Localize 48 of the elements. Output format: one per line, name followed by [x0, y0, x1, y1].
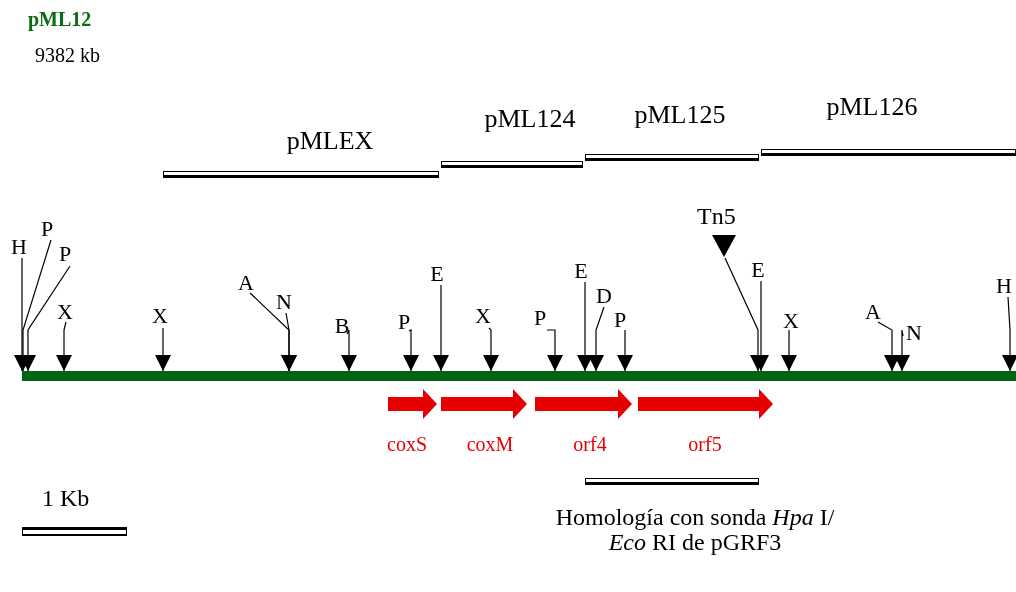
site-letter: H — [10, 236, 28, 258]
site-arrow — [433, 284, 449, 372]
site-letter: X — [56, 301, 74, 323]
site-letter: X — [474, 305, 492, 327]
site-letter: P — [611, 309, 629, 331]
site-arrow — [617, 329, 633, 372]
site-arrow — [588, 306, 605, 372]
site-letter: B — [333, 315, 351, 337]
clone-name: pML125 — [634, 100, 726, 130]
gene-name: coxM — [466, 433, 514, 456]
site-letter: P — [531, 307, 549, 329]
scale-label: 1 Kb — [42, 485, 90, 512]
site-arrow — [894, 329, 910, 372]
gene-name: coxS — [387, 433, 427, 456]
site-letter: E — [749, 259, 767, 281]
site-letter: P — [395, 311, 413, 333]
site-letter: A — [864, 301, 882, 323]
site-letter: E — [572, 260, 590, 282]
site-letter: P — [56, 243, 74, 265]
site-letter: D — [595, 285, 613, 307]
site-letter: P — [38, 218, 56, 240]
site-arrow — [155, 327, 171, 372]
site-letter: E — [428, 263, 446, 285]
site-arrow — [577, 281, 593, 372]
gene-name: orf4 — [573, 433, 607, 456]
site-arrow — [403, 329, 419, 372]
clone-name: pML124 — [484, 104, 576, 134]
site-letter: A — [237, 272, 255, 294]
transposon-label: Tn5 — [697, 203, 736, 230]
site-arrow — [341, 329, 357, 372]
homology-note: Homología con sonda Hpa I/ Eco RI de pGRF3 — [554, 505, 836, 555]
site-letter: N — [275, 291, 293, 313]
map-title: pML12 — [28, 8, 92, 31]
site-arrow — [1002, 296, 1016, 372]
site-arrow — [546, 329, 563, 372]
clone-name: pMLEX — [286, 126, 374, 156]
site-letter: X — [782, 310, 800, 332]
site-arrow — [281, 312, 297, 372]
gene-name: orf5 — [688, 433, 722, 456]
size-label: 9382 kb — [35, 44, 100, 67]
site-arrow — [877, 321, 900, 372]
site-letter: H — [995, 275, 1013, 297]
site-arrow — [483, 327, 499, 372]
site-letter: N — [905, 322, 923, 344]
clone-name: pML126 — [826, 92, 918, 122]
site-arrow — [781, 329, 797, 372]
site-letter: X — [151, 305, 169, 327]
site-arrow — [56, 321, 72, 372]
